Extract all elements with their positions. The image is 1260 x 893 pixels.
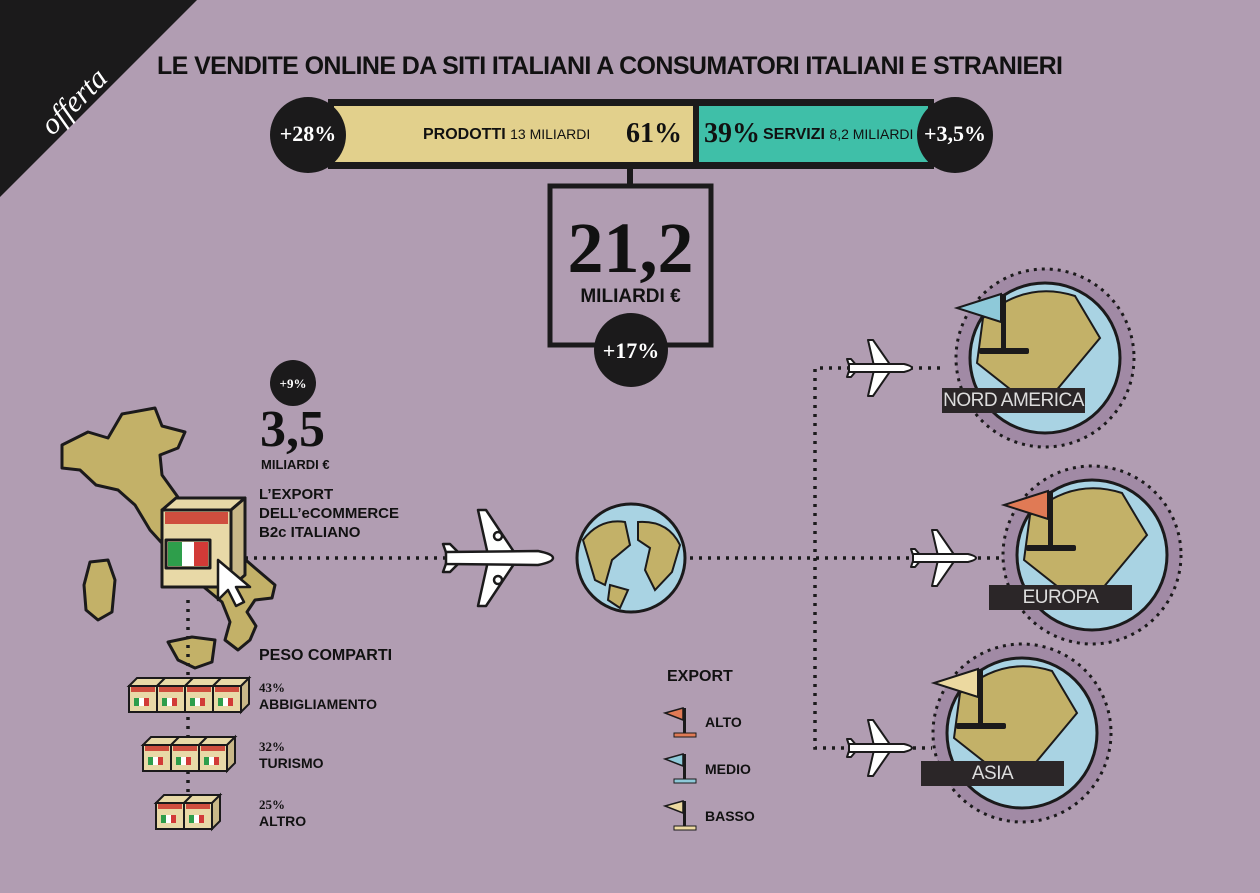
page-title: LE VENDITE ONLINE DA SITI ITALIANI A CON… xyxy=(157,52,1063,80)
region-flag-icon xyxy=(953,292,1029,354)
corner-ribbon xyxy=(0,0,197,197)
legend-flag-icon xyxy=(662,800,697,831)
products-growth-circle xyxy=(270,97,346,173)
export-caption: L’EXPORT DELL’eCOMMERCE B2c ITALIANO xyxy=(259,485,399,542)
sector-name: ALTRO xyxy=(259,813,307,829)
small-airplane-icon xyxy=(846,719,913,777)
total-growth-circle xyxy=(594,313,668,387)
sectors-title: PESO COMPARTI xyxy=(259,647,393,664)
small-airplane-icon xyxy=(910,529,977,587)
sector-item-1: 43% ABBIGLIAMENTO xyxy=(259,680,377,712)
legend-flag-icon xyxy=(662,707,697,738)
products-bar-segment xyxy=(334,106,693,162)
sector-pct: 43% xyxy=(259,680,285,695)
small-planes xyxy=(846,339,977,777)
world-globe-icon xyxy=(575,502,687,614)
legend-flags xyxy=(662,707,697,831)
sector-stack-2 xyxy=(140,734,238,774)
products-label: PRODOTTI 13 MILIARDI xyxy=(423,126,590,144)
export-value: 3,5 xyxy=(260,401,325,458)
sector-item-2: 32% TURISMO xyxy=(259,739,324,771)
services-bar-segment xyxy=(699,106,928,162)
legend-title: EXPORT xyxy=(667,668,733,685)
export-growth: +9% xyxy=(279,376,307,391)
products-amount: 13 MILIARDI xyxy=(510,126,591,142)
region-globe-europe xyxy=(1000,464,1183,646)
total-unit: MILIARDI € xyxy=(580,286,681,307)
small-airplane-icon xyxy=(846,339,913,397)
region-label-north-america: NORD AMERICA xyxy=(942,388,1085,413)
services-amount: 8,2 MILIARDI xyxy=(829,126,914,142)
legend-item-basso: BASSO xyxy=(705,808,755,824)
services-label-text: SERVIZI xyxy=(763,126,825,143)
services-share: 39% xyxy=(704,118,760,149)
services-growth: +3,5% xyxy=(923,121,987,146)
total-value: 21,2 xyxy=(567,208,694,288)
products-share: 61% xyxy=(626,118,682,149)
total-growth: +17% xyxy=(602,338,660,363)
sector-pct: 25% xyxy=(259,797,285,812)
products-label-text: PRODOTTI xyxy=(423,126,506,143)
export-caption-line-1: L’EXPORT xyxy=(259,486,334,503)
split-bar xyxy=(270,97,993,173)
region-flag-icon xyxy=(930,667,1006,729)
export-caption-line-3: B2c ITALIANO xyxy=(259,524,361,541)
region-flag-icon xyxy=(1000,489,1076,551)
region-label-europe: EUROPA xyxy=(989,585,1132,610)
services-label: SERVIZI 8,2 MILIARDI xyxy=(763,126,913,144)
export-routes xyxy=(186,366,1010,830)
sector-name: TURISMO xyxy=(259,755,324,771)
italian-shop-icon xyxy=(160,496,252,608)
legend-flag-icon xyxy=(662,753,697,784)
sector-stacks xyxy=(126,675,252,832)
sector-stack-3 xyxy=(153,792,223,832)
airplane-icon xyxy=(441,508,555,608)
services-growth-circle xyxy=(917,97,993,173)
region-globes xyxy=(930,267,1183,824)
region-globe-asia xyxy=(930,642,1113,824)
cursor-icon xyxy=(216,558,252,608)
legend-item-medio: MEDIO xyxy=(705,761,751,777)
sector-name: ABBIGLIAMENTO xyxy=(259,696,377,712)
sector-item-3: 25% ALTRO xyxy=(259,797,306,829)
products-growth: +28% xyxy=(279,121,337,146)
sector-stack-1 xyxy=(126,675,252,715)
export-unit: MILIARDI € xyxy=(261,457,330,472)
legend-item-alto: ALTO xyxy=(705,714,742,730)
region-globe-north-america xyxy=(953,267,1136,449)
sector-pct: 32% xyxy=(259,739,285,754)
region-label-asia: ASIA xyxy=(921,761,1064,786)
export-growth-circle xyxy=(270,360,316,406)
export-caption-line-2: DELL’eCOMMERCE xyxy=(259,505,400,522)
